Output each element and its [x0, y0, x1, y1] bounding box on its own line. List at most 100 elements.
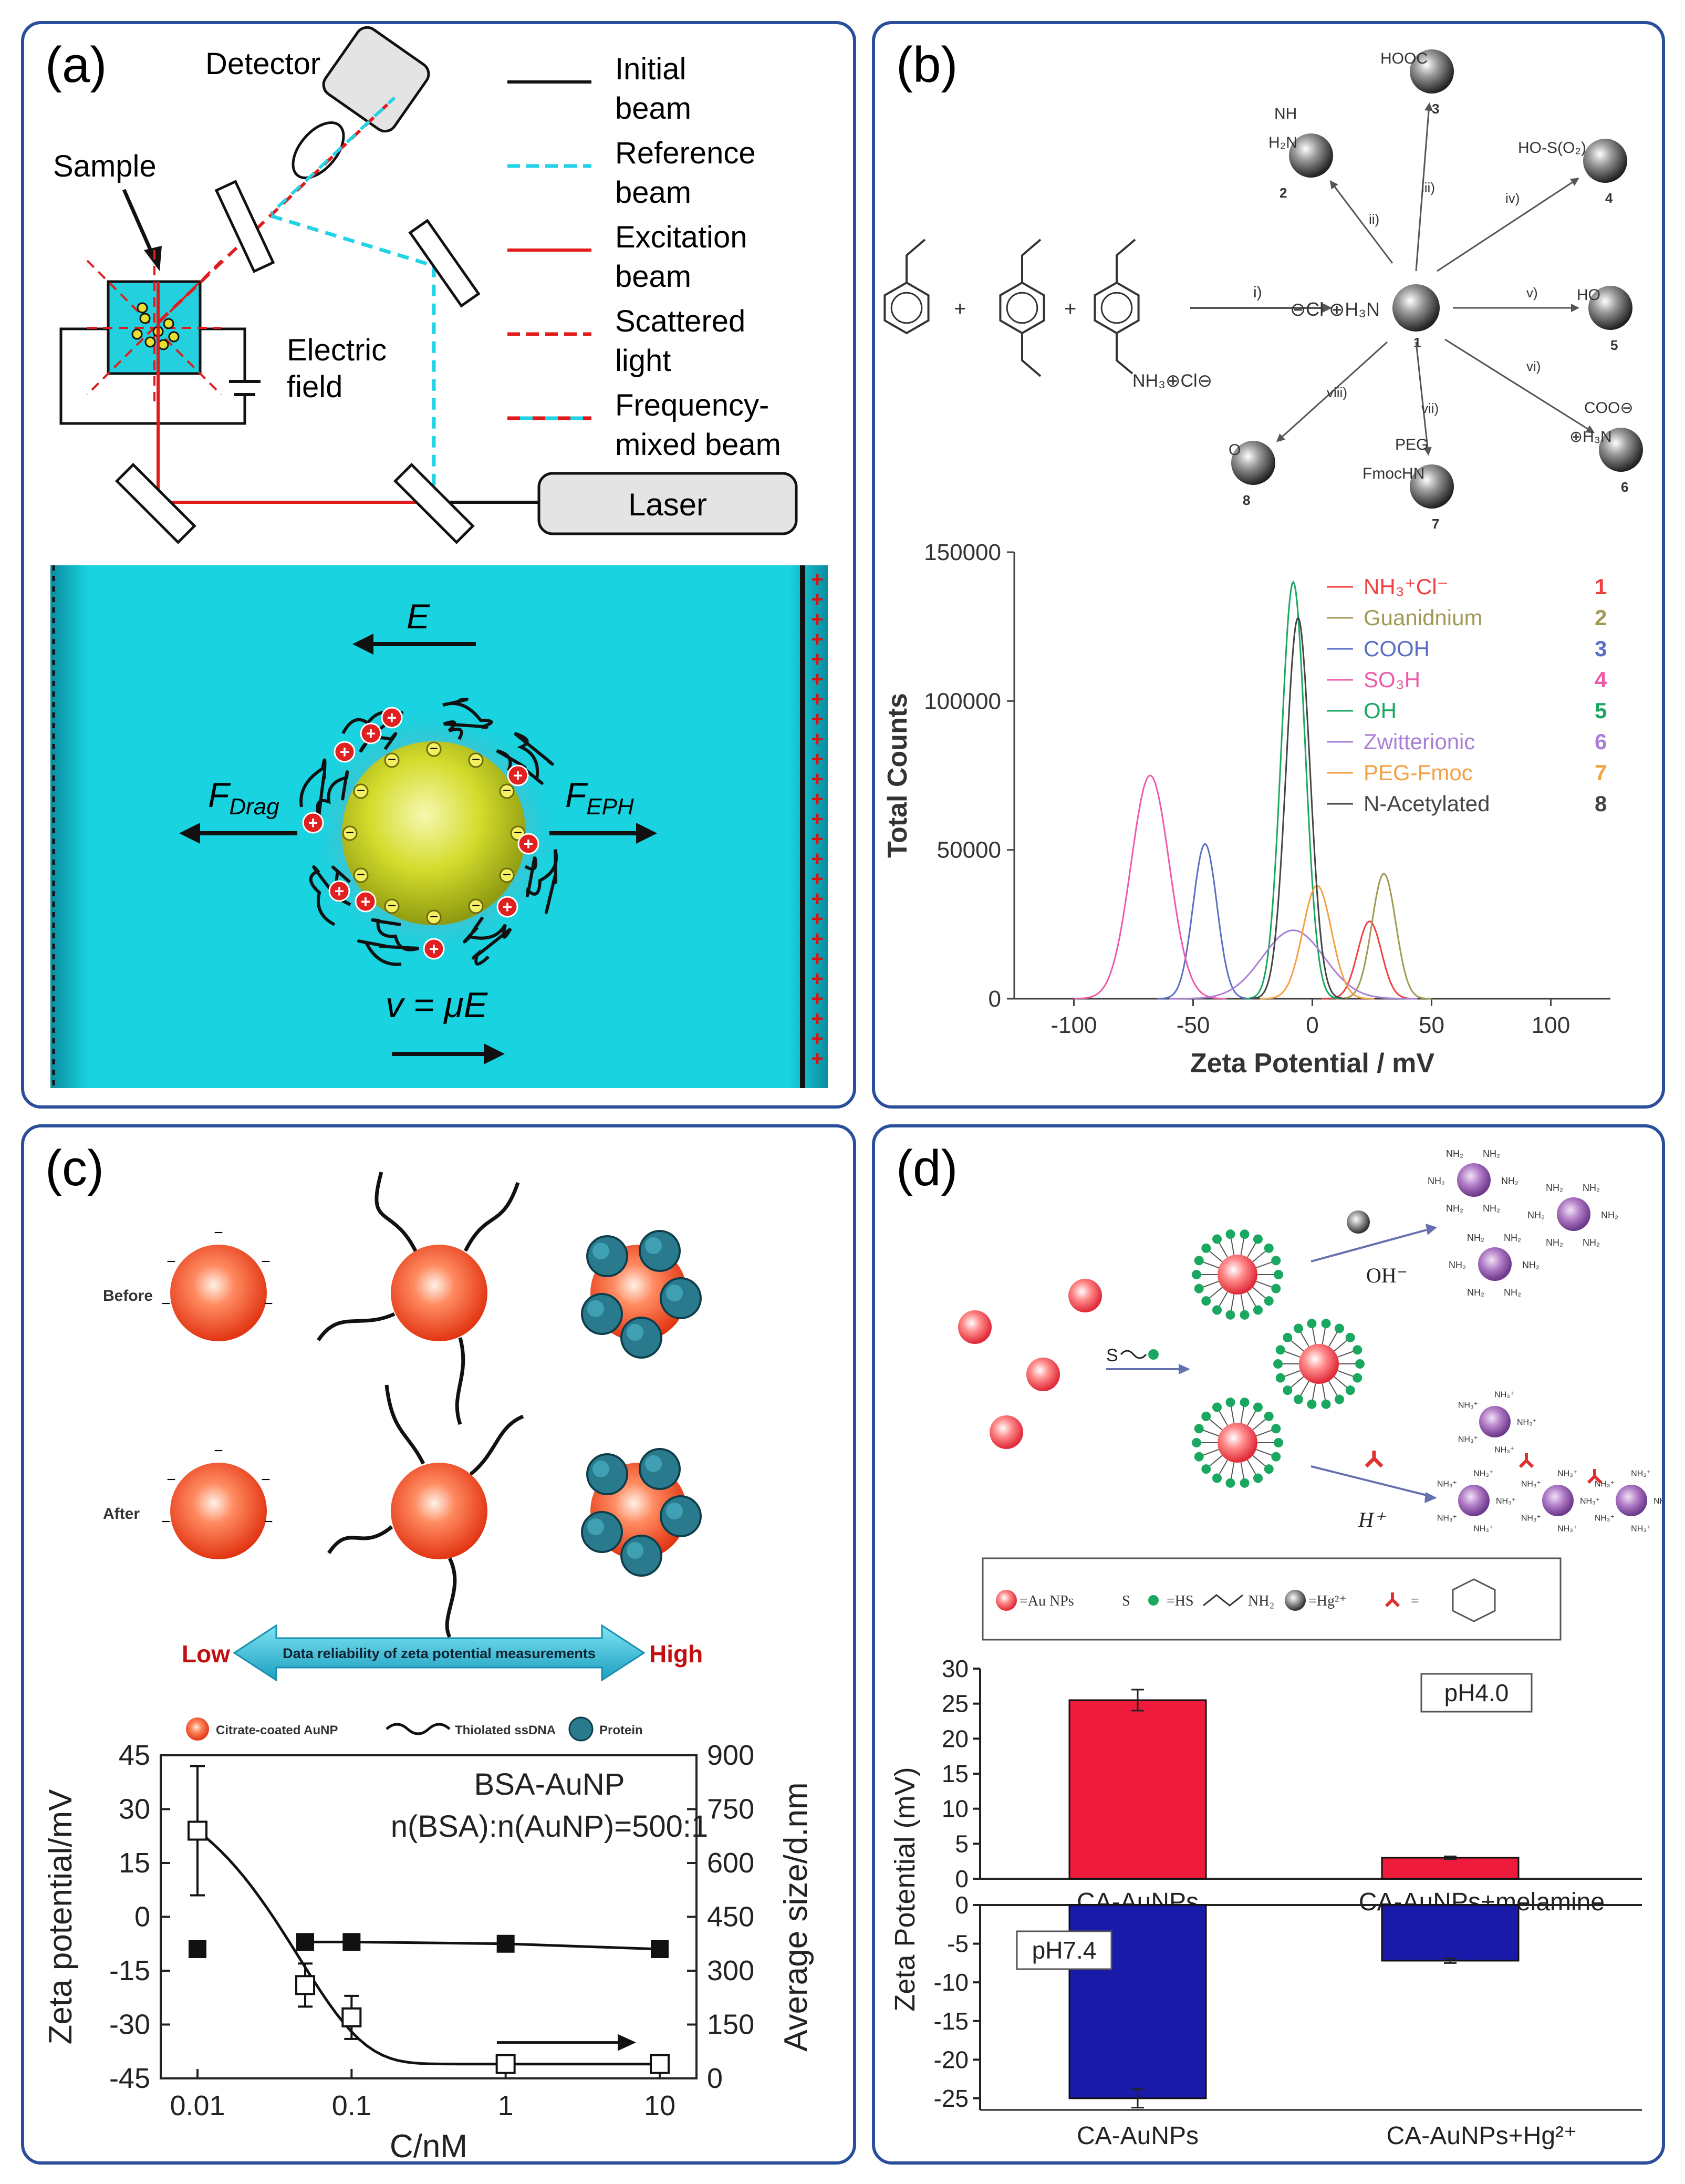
amine-label: NH₃⁺	[1595, 1514, 1615, 1523]
ligand-head	[1194, 1424, 1204, 1434]
ligand-stalk	[1289, 1339, 1304, 1352]
circuit-wire	[59, 327, 246, 425]
zeta-line	[305, 1940, 660, 1951]
ligand-stalk	[1230, 1462, 1235, 1481]
bar-label-1-0: CA-AuNPs	[1077, 2122, 1199, 2150]
ligand-stalk	[1202, 1261, 1219, 1268]
key-hg-icon	[1285, 1590, 1306, 1611]
legend-label-8: N-Acetylated	[1364, 791, 1490, 816]
key-chain	[1203, 1594, 1243, 1607]
arrow-head-6	[1585, 425, 1595, 433]
negative-charge	[384, 752, 400, 768]
ligand-stalk	[1289, 1376, 1304, 1389]
amine-label: NH₂	[1522, 1260, 1540, 1270]
ligand-head	[1212, 1234, 1222, 1244]
reliability-text: Data reliability of zeta potential measu…	[283, 1645, 596, 1661]
ligand-head	[1253, 1473, 1263, 1483]
ligand-head	[1345, 1385, 1355, 1395]
amine-label: NH₂	[1483, 1203, 1500, 1214]
citrate-aunp	[170, 1463, 267, 1559]
ligand-head	[1194, 1256, 1204, 1266]
y-tick-label: -25	[934, 2085, 969, 2112]
key-hg: =Hg²⁺	[1308, 1593, 1347, 1609]
chart-subtitle: n(BSA):n(AuNP)=500:1	[391, 1809, 708, 1844]
size-point	[341, 2007, 362, 2027]
velocity-label: v = μE	[386, 985, 488, 1025]
negative-charge	[384, 898, 400, 914]
legend-text-0-1: beam	[615, 91, 691, 126]
arrow-7	[1415, 341, 1429, 448]
bead-6	[1599, 428, 1643, 472]
aggregated-aunp	[1616, 1485, 1647, 1516]
ligand-head	[1321, 1319, 1331, 1329]
legend-text-2-1: beam	[615, 260, 691, 294]
plus-charge: +	[811, 648, 823, 671]
arrow-6	[1444, 338, 1588, 430]
ligand-stalk	[1337, 1370, 1355, 1378]
arrow-head-5	[1571, 304, 1579, 312]
ligand-head	[1283, 1385, 1293, 1395]
compound-6: 6	[1621, 479, 1628, 495]
amine-label: NH₃⁺	[1557, 1524, 1577, 1533]
ligand-head	[1345, 1332, 1355, 1342]
amine-label: NH₃⁺	[1496, 1497, 1516, 1506]
plus-charge: +	[811, 688, 823, 711]
ligand-head	[1353, 1345, 1362, 1355]
legend-text-3-0: Scattered	[615, 304, 745, 338]
ligand-head	[1294, 1323, 1303, 1333]
amine-label: NH₃⁺	[1494, 1445, 1514, 1454]
legend-label-5: OH	[1364, 698, 1397, 723]
step-label-5: v)	[1526, 285, 1538, 301]
thiol-s: S	[1106, 1345, 1118, 1365]
key-aunp-icon	[996, 1590, 1017, 1611]
panel-a-label: (a)	[45, 37, 107, 93]
ligand-stalk	[1256, 1261, 1273, 1268]
y-tick-label: -10	[934, 1969, 969, 1996]
compound-3: 3	[1432, 101, 1439, 117]
bead-center	[1392, 284, 1440, 332]
ch2	[1116, 333, 1133, 375]
key-s: S	[1122, 1593, 1130, 1609]
surface-charge: −	[261, 1471, 271, 1488]
ligand-stalk	[1218, 1241, 1228, 1258]
amine-label: NH₃⁺	[1458, 1435, 1478, 1444]
arrow-head-2	[1329, 180, 1338, 190]
compound-8: 8	[1243, 492, 1250, 508]
positive-ion	[423, 938, 445, 960]
ligand-head	[1264, 1464, 1274, 1474]
positive-ion	[360, 722, 382, 744]
arrow-i-head	[1322, 303, 1332, 313]
positive-ion-sign: +	[524, 834, 534, 853]
y2-axis-title: Average size/d.nm	[778, 1782, 814, 2051]
arrow-head-7	[1423, 447, 1432, 456]
positive-ion-sign: +	[429, 939, 439, 958]
surface-charge: −	[264, 1295, 273, 1312]
x-tick-label: 10	[644, 2090, 675, 2121]
protein-blob-detail	[592, 1243, 609, 1259]
group-7: FmocHN	[1362, 465, 1424, 482]
y-axis-title: Zeta potential/mV	[43, 1789, 79, 2045]
arrow-8	[1282, 341, 1388, 437]
step-label-7: vii)	[1421, 400, 1439, 416]
group-3: HOOC	[1380, 50, 1428, 67]
legend-text-0-0: Initial	[615, 52, 686, 86]
mirror-2	[408, 219, 481, 308]
key-dna: Thiolated ssDNA	[455, 1723, 556, 1737]
step-label-6: vi)	[1526, 358, 1541, 374]
y-tick-label: 100000	[924, 688, 1001, 714]
negative-charge-sign: −	[472, 897, 480, 914]
ligand-head	[1225, 1229, 1235, 1239]
ph-box-1	[1016, 1930, 1112, 1970]
arrow-head-8	[1276, 433, 1286, 442]
plus-charge: +	[811, 987, 823, 1010]
svg-text:field: field	[287, 370, 342, 404]
ligand-stalk	[1252, 1287, 1267, 1300]
reliability-arrow	[233, 1624, 646, 1682]
bead-8	[1231, 441, 1275, 485]
size-curve	[196, 1829, 660, 2066]
